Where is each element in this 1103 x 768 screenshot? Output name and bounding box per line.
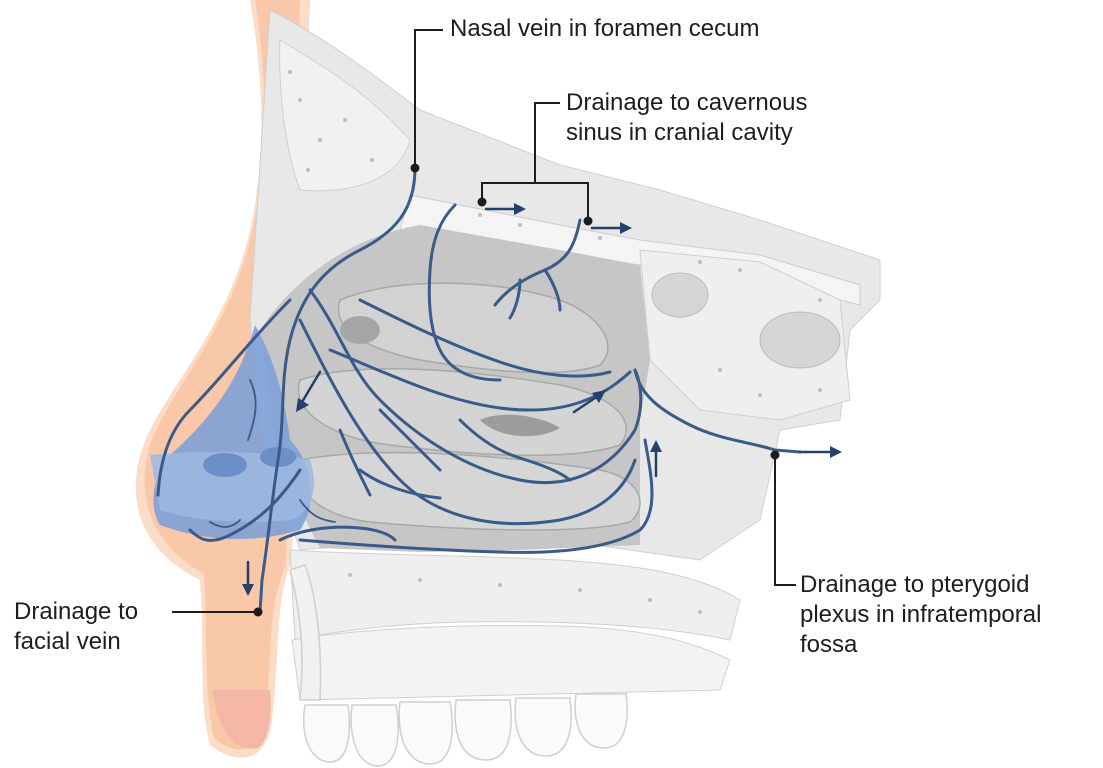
label-drainage-pterygoid-plexus: Drainage to pterygoid plexus in infratem…	[800, 570, 1041, 660]
upper-lip	[289, 564, 322, 701]
label-drainage-facial-vein: Drainage to facial vein	[14, 597, 138, 657]
nasal-cavity	[260, 225, 650, 552]
label-facial-line-1: Drainage to	[14, 598, 139, 625]
flow-arrows	[242, 203, 842, 596]
label-facial-line-2: facial vein	[14, 628, 121, 655]
upper-teeth	[303, 693, 628, 767]
nasal-veins	[156, 166, 802, 614]
label-nasal-vein-text: Nasal vein in foramen cecum	[450, 15, 760, 42]
label-nasal-vein-foramen-cecum: Nasal vein in foramen cecum	[450, 14, 759, 44]
leader-dots	[253, 163, 780, 617]
label-pterygoid-line-3: fossa	[800, 631, 858, 658]
label-cavernous-line-1: Drainage to cavernous	[566, 89, 808, 116]
label-cavernous-line-2: sinus in cranial cavity	[566, 119, 793, 146]
leader-lines	[172, 29, 796, 613]
label-pterygoid-line-1: Drainage to pterygoid	[800, 571, 1030, 598]
label-pterygoid-line-2: plexus in infratemporal	[800, 601, 1042, 628]
label-drainage-cavernous-sinus: Drainage to cavernous sinus in cranial c…	[566, 88, 807, 148]
